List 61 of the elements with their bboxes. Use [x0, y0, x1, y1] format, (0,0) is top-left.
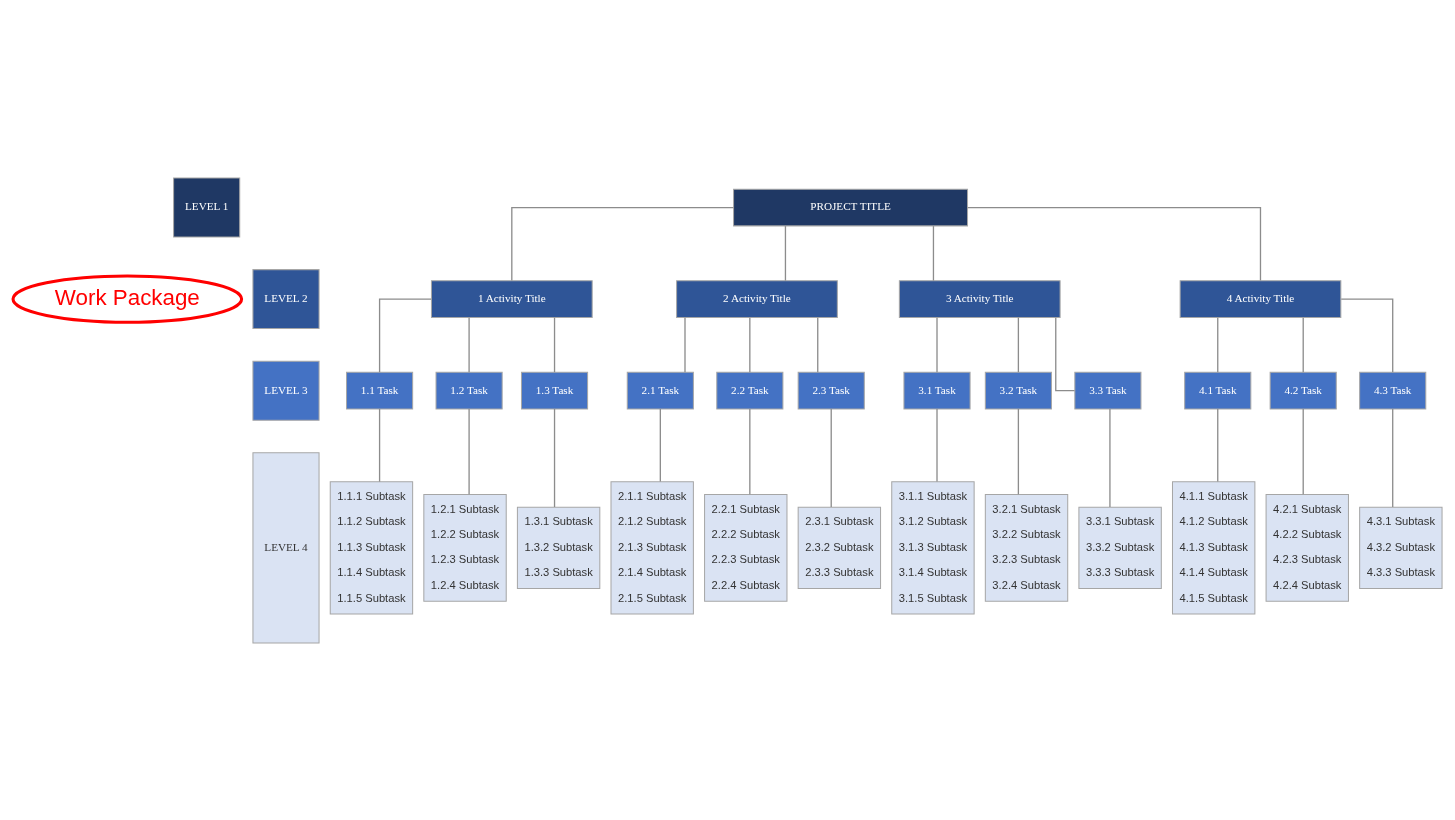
node-box: 3.2 Task [984, 371, 1052, 409]
node-box: 1.3 Task [520, 371, 589, 409]
connector [936, 316, 938, 373]
connector [468, 407, 470, 495]
node-box: LEVEL 3 [252, 360, 320, 421]
node-box: 4.2 Task [1269, 371, 1337, 409]
connector [749, 407, 751, 495]
node-box: 2 Activity Title [676, 279, 838, 318]
node-box: 1.2.1 Subtask 1.2.2 Subtask 1.2.3 Subtask 1.2.4 Subtask [423, 493, 507, 602]
connector [932, 224, 935, 281]
connector [553, 316, 556, 373]
node-box: 3.2.1 Subtask 3.2.2 Subtask 3.2.3 Subtask 3.2.4 Subtask [984, 493, 1069, 602]
connector [784, 224, 787, 281]
node-box: 2.2 Task [716, 371, 784, 409]
connector [553, 407, 556, 508]
node-box: LEVEL 2 [252, 268, 320, 329]
connector [817, 316, 819, 373]
connector [1017, 407, 1020, 495]
connector [378, 407, 381, 482]
connector [936, 407, 938, 482]
connector [1217, 316, 1219, 373]
node-box: 3.3 Task [1074, 371, 1142, 409]
node-box: 4.1.1 Subtask 4.1.2 Subtask 4.1.3 Subtask 4.1.4 Subtask 4.1.5 Subtask [1172, 480, 1256, 614]
node-box: 1.1 Task [346, 371, 414, 409]
connector [1217, 407, 1219, 482]
connector [749, 316, 751, 373]
node-box: 2.1.1 Subtask 2.1.2 Subtask 2.1.3 Subtask 2.1.4 Subtask 2.1.5 Subtask [610, 480, 694, 614]
node-box: 4.1 Task [1184, 371, 1252, 409]
connector [1302, 316, 1304, 373]
node-box: 1.3.1 Subtask 1.3.2 Subtask 1.3.3 Subtask [516, 506, 601, 589]
node-box: 2.2.1 Subtask 2.2.2 Subtask 2.2.3 Subtask 2.2.4 Subtask [704, 493, 788, 602]
node-box: 1.1.1 Subtask 1.1.2 Subtask 1.1.3 Subtask 1.1.4 Subtask 1.1.5 Subtask [329, 480, 414, 614]
connector [1392, 407, 1394, 508]
connector [1340, 297, 1394, 373]
node-box: 3.1 Task [903, 371, 971, 409]
connector [511, 206, 735, 281]
node-ellipse: Work Package [11, 273, 244, 324]
connector [1017, 316, 1020, 373]
connector [378, 297, 432, 373]
connector [967, 206, 1262, 281]
node-box: 4.3 Task [1359, 371, 1427, 409]
node-box: 3 Activity Title [898, 279, 1061, 318]
node-box: 4.2.1 Subtask 4.2.2 Subtask 4.2.3 Subtask 4.2.4 Subtask [1265, 493, 1349, 602]
node-box: 2.3.1 Subtask 2.3.2 Subtask 2.3.3 Subtask [797, 506, 882, 589]
node-box: 1 Activity Title [430, 279, 593, 318]
node-box: 3.1.1 Subtask 3.1.2 Subtask 3.1.3 Subtask 3.1.4 Subtask 3.1.5 Subtask [891, 480, 975, 614]
node-box: 4.3.1 Subtask 4.3.2 Subtask 4.3.3 Subtask [1359, 506, 1443, 589]
connector [659, 407, 661, 482]
node-box: 1.2 Task [435, 371, 503, 409]
node-box: PROJECT TITLE [733, 188, 969, 226]
connector [1109, 407, 1111, 508]
node-box: 2.3 Task [797, 371, 865, 409]
node-box: 3.3.1 Subtask 3.3.2 Subtask 3.3.3 Subtask [1078, 506, 1162, 589]
node-box: LEVEL 1 [173, 177, 241, 238]
connector [1302, 407, 1304, 495]
node-box: LEVEL 4 [252, 451, 320, 643]
connector [684, 316, 686, 373]
node-box: 4 Activity Title [1179, 279, 1342, 318]
node-box: 2.1 Task [626, 371, 694, 409]
connector [830, 407, 832, 508]
connector [468, 316, 470, 373]
